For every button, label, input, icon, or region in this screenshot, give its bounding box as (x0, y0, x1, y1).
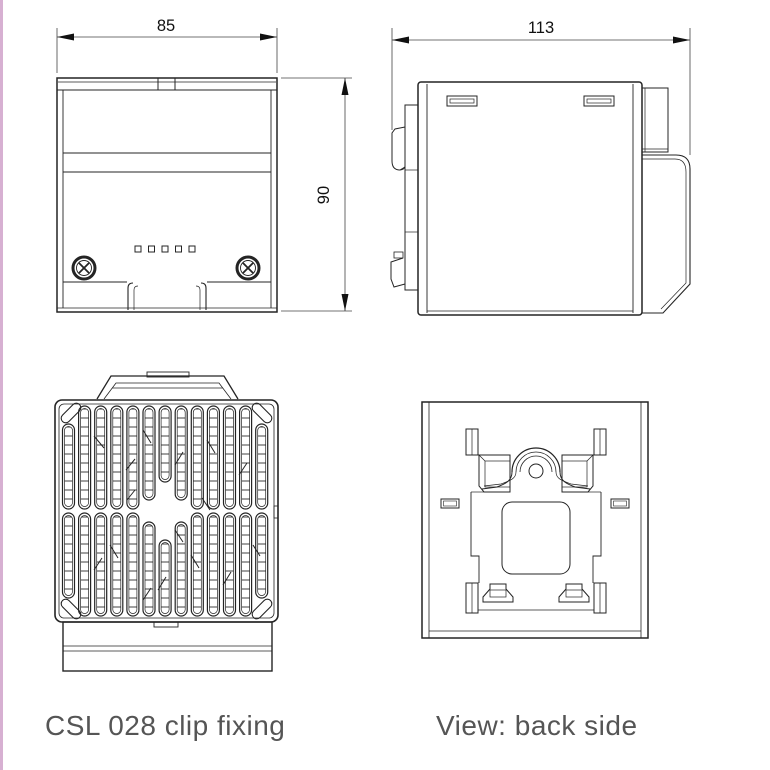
grille-slot-inners (64, 408, 267, 614)
grille-view (54, 371, 279, 672)
caption-clip-fixing: CSL 028 clip fixing (45, 710, 286, 741)
dimension-side-depth: 113 (391, 19, 691, 155)
grille-slots (61, 405, 269, 617)
side-view (390, 81, 691, 316)
side-body (417, 81, 643, 316)
arrow-left-icon (392, 36, 409, 44)
grille-top-clip (96, 371, 239, 400)
grille-corner-slots (60, 402, 273, 620)
back-feet (482, 583, 590, 603)
arrow-right-icon (673, 36, 690, 44)
dim-label-85: 85 (157, 17, 175, 35)
caption-back-side: View: back side (436, 710, 638, 741)
back-mount-blocks (478, 454, 594, 493)
grille-body-base (62, 621, 273, 672)
arrow-down-icon (341, 294, 349, 311)
front-bottom-notch (63, 281, 271, 310)
page-edge-line (0, 0, 3, 770)
dim-label-90: 90 (315, 186, 333, 204)
back-view (421, 401, 649, 639)
arrow-right-icon (260, 33, 277, 41)
grille-element-scribbles (93, 429, 261, 601)
dimension-front-width: 85 (56, 17, 278, 73)
front-view (56, 77, 278, 313)
screw-left-icon (71, 255, 97, 281)
back-centre-window (501, 501, 571, 575)
arrow-left-icon (57, 33, 74, 41)
arrow-up-icon (341, 78, 349, 95)
back-spring-clip (481, 447, 591, 490)
back-outer-body (421, 401, 649, 639)
front-outer-body (56, 77, 278, 313)
front-vent-squares (134, 245, 196, 253)
side-clip-fixing (390, 104, 419, 291)
screw-right-icon (235, 255, 261, 281)
dim-label-113: 113 (528, 19, 554, 37)
dimension-front-height: 90 (281, 77, 352, 312)
